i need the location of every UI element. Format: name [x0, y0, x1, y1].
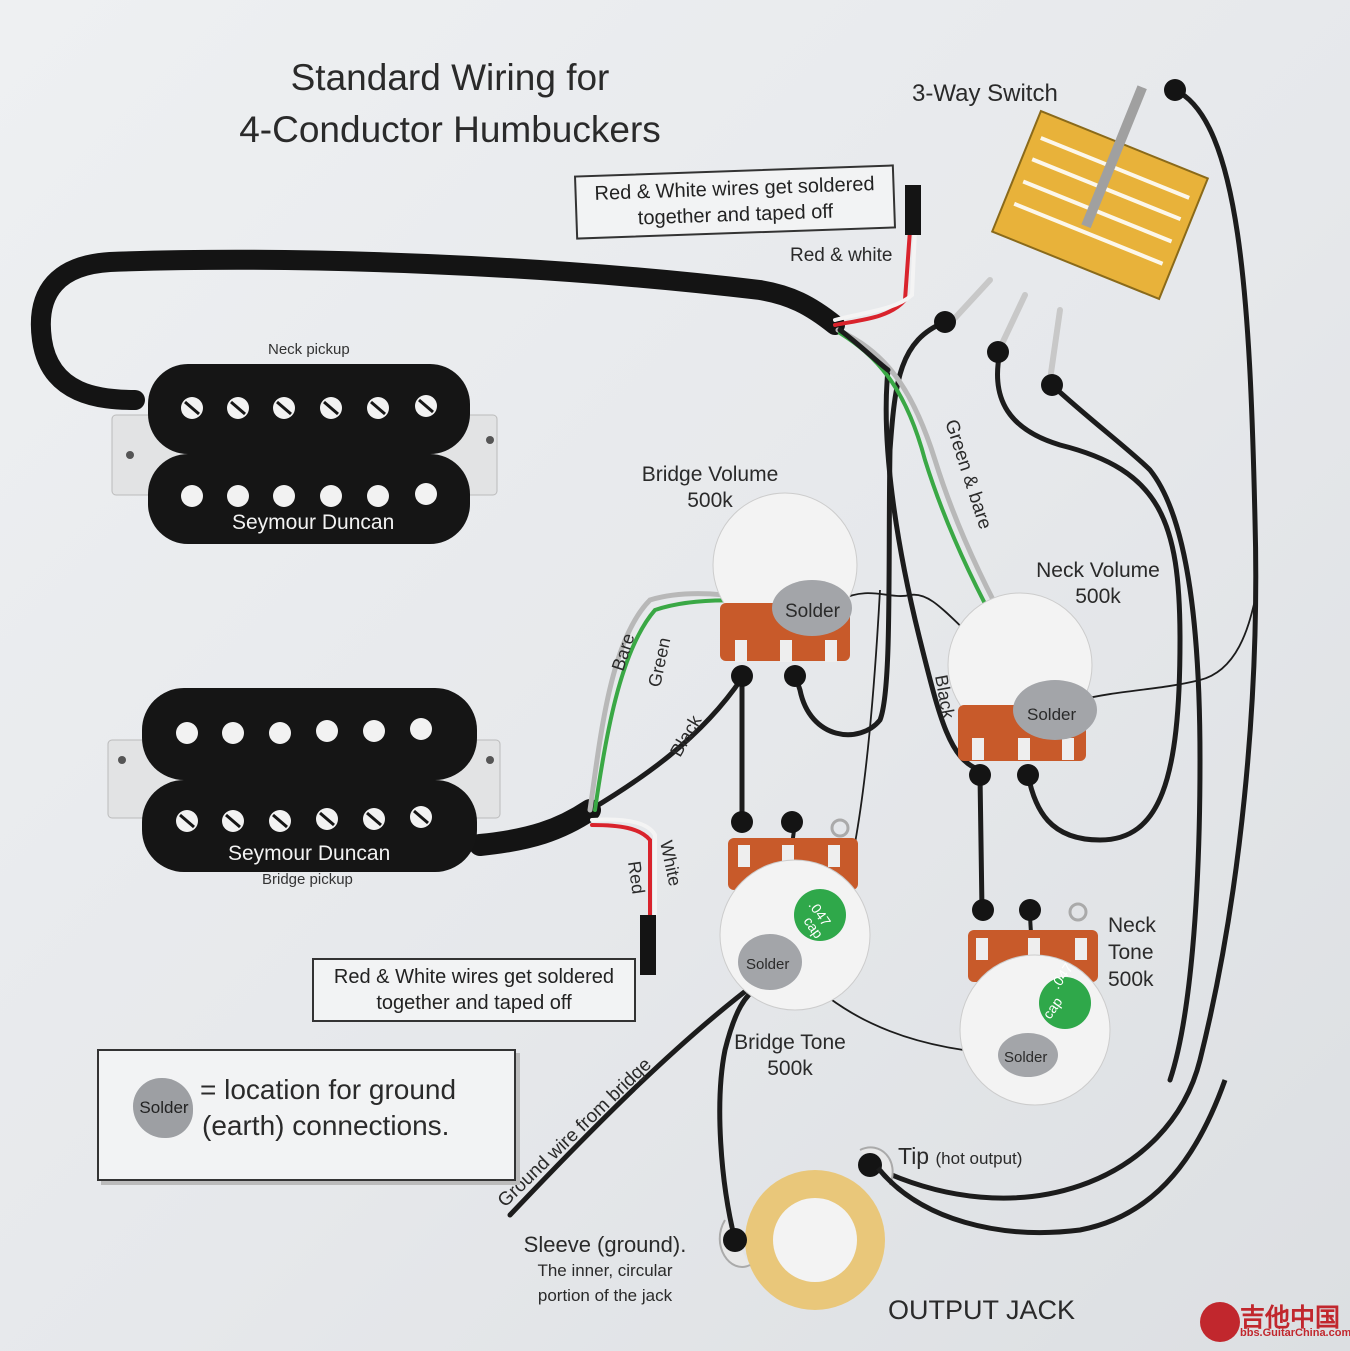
tip-note: (hot output) [935, 1149, 1023, 1168]
neck-tone-value: 500k [1108, 968, 1154, 991]
bridge-screw-slots [179, 809, 429, 829]
title-line-1: Standard Wiring for [290, 57, 610, 98]
neck-volume-name: Neck Volume [1036, 559, 1160, 582]
green-label: Green [644, 636, 674, 689]
neck-volume-solder: Solder [1027, 705, 1076, 724]
neck-pickup-label: Neck pickup [268, 341, 350, 358]
sleeve-ground-wire [717, 982, 763, 1243]
switch-label: 3-Way Switch [912, 80, 1058, 107]
bridge-volume-label: Bridge Volume 500k [640, 462, 780, 514]
bare-label: Bare [608, 631, 639, 673]
watermark-main: 吉他中国 [1240, 1304, 1341, 1332]
output-jack [718, 1146, 894, 1310]
bridge-volume-name: Bridge Volume [641, 463, 779, 486]
watermark-sub: bbs.GuitarChina.com [1240, 1327, 1350, 1339]
three-way-switch [934, 79, 1210, 396]
bridge-pickup-cable [469, 799, 601, 856]
bridge-volume-pot [712, 492, 858, 687]
green-bare-label: Green & bare [940, 417, 995, 532]
tip-wire [876, 1079, 1228, 1235]
bridge-pickup-brand: Seymour Duncan [228, 842, 390, 865]
neck-black-wire [883, 367, 983, 773]
neck-tone-solder: Solder [1004, 1049, 1047, 1066]
bridge-pickup [107, 688, 501, 872]
ground-wire-from-bridge [507, 977, 763, 1218]
bridge-black-wire [587, 675, 745, 813]
legend-text: = location for ground (earth) connection… [200, 1072, 456, 1144]
legend-line-2: (earth) connections. [202, 1110, 450, 1141]
neck-volume-label: Neck Volume 500k [1028, 558, 1168, 610]
bridge-volume-value: 500k [687, 489, 733, 512]
red-label: Red [624, 860, 648, 895]
sleeve-note-1: The inner, circular [537, 1261, 673, 1280]
neck-pickup-cable [30, 249, 845, 410]
switch-to-bridge-volume-wire [792, 319, 948, 738]
legend-line-1: = location for ground [200, 1074, 457, 1105]
bottom-note-box: Red & White wires get soldered together … [312, 958, 636, 1022]
jack-sleeve-label: Sleeve (ground). The inner, circular por… [490, 1232, 720, 1308]
tip-text: Tip [898, 1143, 930, 1169]
neck-tone-name-2: Tone [1108, 941, 1154, 964]
legend-solder-blob [133, 1078, 193, 1138]
jack-tip-label: Tip (hot output) [898, 1143, 1022, 1170]
bottom-note-line-1: Red & White wires get soldered [333, 966, 615, 988]
neck-volume-pot [947, 592, 1097, 786]
neck-volume-value: 500k [1075, 585, 1121, 608]
red-white-label: Red & white [790, 245, 892, 266]
neck-tone-label: Neck Tone 500k [1108, 912, 1156, 993]
switch-ground-wire [1049, 382, 1203, 1083]
bottom-tape [640, 915, 656, 975]
neck-pickup-brand: Seymour Duncan [232, 511, 394, 534]
output-jack-label: OUTPUT JACK [888, 1295, 1076, 1325]
bridge-tone-label: Bridge Tone 500k [720, 1030, 860, 1082]
top-tape [905, 185, 921, 235]
sleeve-note-2: portion of the jack [537, 1286, 673, 1305]
ground-wire-label: Ground wire from bridge [494, 1054, 656, 1211]
bridge-pickup-label: Bridge pickup [262, 871, 353, 888]
black-bridge-label: Black [666, 711, 706, 760]
switch-to-tip-wire [867, 87, 1259, 1201]
bridge-tone-solder: Solder [746, 956, 789, 973]
sleeve-text: Sleeve (ground). [523, 1232, 687, 1257]
legend-solder-label: Solder [139, 1098, 189, 1117]
watermark-guitar-icon [1200, 1302, 1240, 1342]
neck-vol-to-tone-wire [977, 772, 985, 913]
white-label: White [656, 839, 685, 888]
neck-screw-slots [184, 398, 434, 416]
neck-tone-name-1: Neck [1108, 914, 1156, 937]
bridge-tone-name: Bridge Tone [734, 1031, 846, 1054]
diagram-title: Standard Wiring for 4-Conductor Humbucke… [150, 52, 750, 156]
switch-to-neck-volume-wire [995, 349, 1183, 843]
top-note-box: Red & White wires get soldered together … [573, 164, 897, 240]
bridge-tone-pot [719, 811, 871, 1011]
bridge-volume-solder: Solder [785, 601, 841, 622]
bottom-note-line-2: together and taped off [376, 992, 572, 1014]
title-line-2: 4-Conductor Humbuckers [239, 109, 661, 150]
neck-tone-pot [959, 899, 1111, 1106]
neck-pickup [111, 364, 498, 544]
bridge-tone-value: 500k [767, 1057, 813, 1080]
